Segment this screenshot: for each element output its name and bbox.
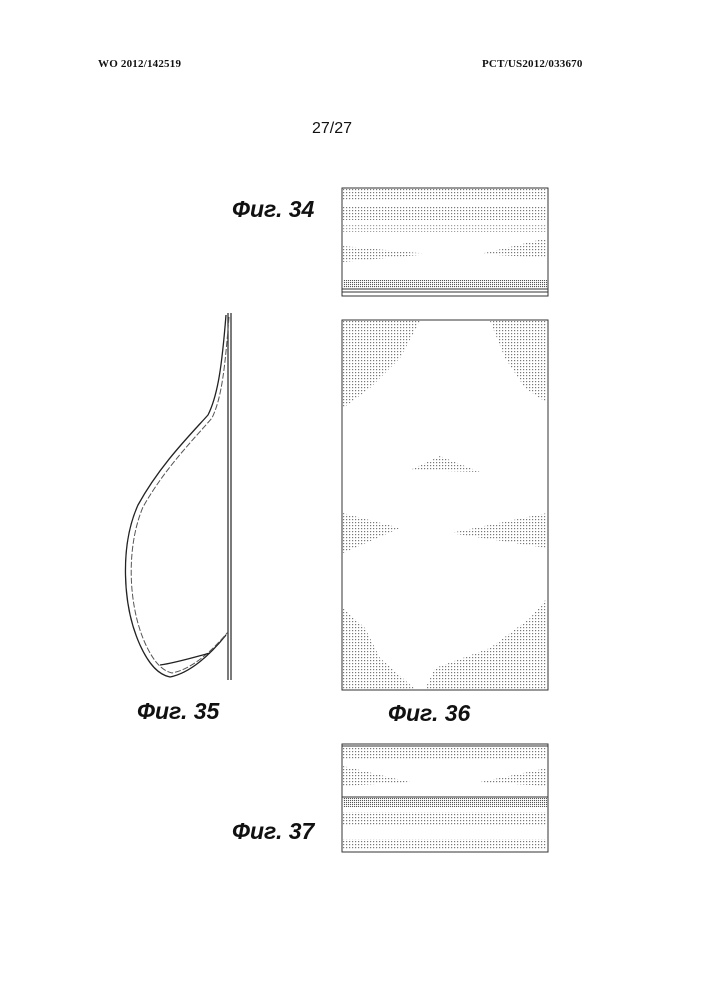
- figure-34-label: Фиг. 34: [232, 196, 314, 223]
- figure-34-drawing: [340, 186, 550, 298]
- application-number: PCT/US2012/033670: [482, 58, 583, 70]
- figure-37-label: Фиг. 37: [232, 818, 314, 845]
- figure-35-label: Фиг. 35: [137, 698, 219, 725]
- publication-number: WO 2012/142519: [98, 58, 181, 70]
- figure-37-drawing: [340, 742, 550, 854]
- figure-36-drawing: [340, 318, 550, 692]
- figure-36-label: Фиг. 36: [388, 700, 470, 727]
- figure-35-drawing: [110, 305, 250, 690]
- page-number: 27/27: [312, 120, 352, 138]
